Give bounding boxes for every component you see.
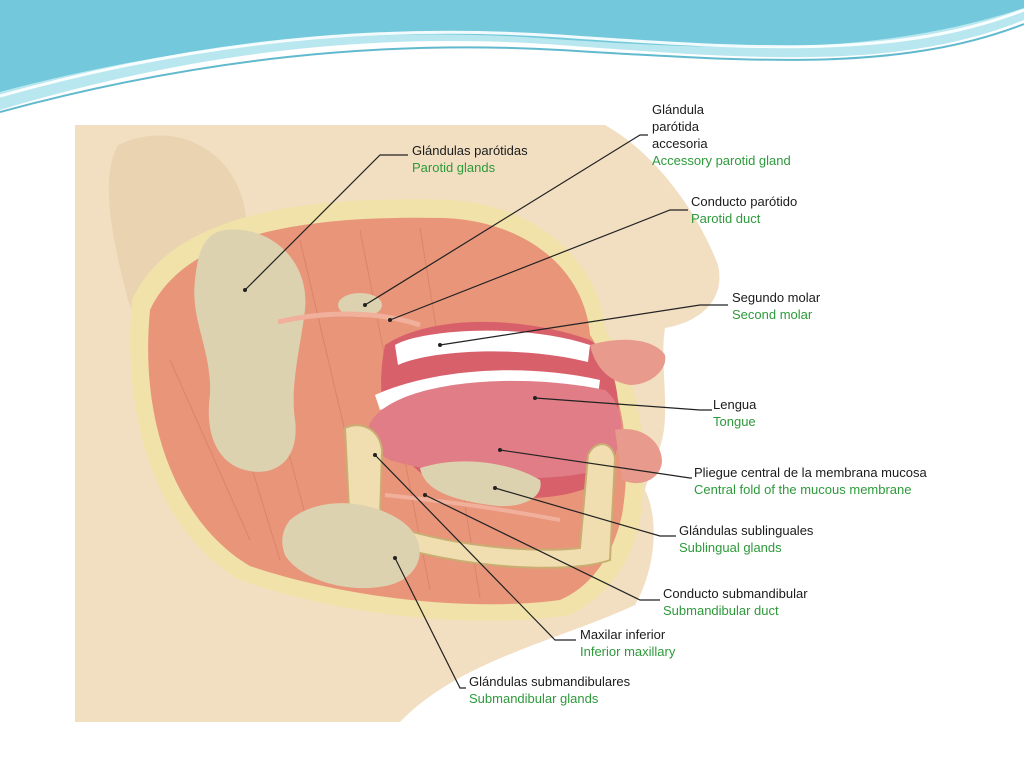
tongue — [367, 380, 622, 479]
label-parotid-glands-en: Parotid glands — [412, 160, 496, 175]
label-central-fold: Pliegue central de la membrana mucosa Ce… — [694, 464, 927, 498]
submandibular-gland — [282, 503, 420, 589]
label-submandibular-glands-es: Glándulas submandibulares — [469, 674, 631, 689]
label-inferior-maxillary: Maxilar inferior Inferior maxillary — [580, 626, 675, 660]
label-submandibular-duct-es: Conducto submandibular — [663, 586, 808, 601]
label-tongue-en: Tongue — [713, 414, 756, 429]
label-central-fold-es: Pliegue central de la membrana mucosa — [694, 465, 927, 480]
lower-teeth — [375, 370, 600, 410]
label-parotid-duct-en: Parotid duct — [691, 211, 761, 226]
label-submandibular-duct-en: Submandibular duct — [663, 603, 779, 618]
label-accessory-parotid-gland: Glándula parótida accesoria Accessory pa… — [652, 101, 832, 169]
label-parotid-duct: Conducto parótido Parotid duct — [691, 193, 797, 227]
parotid-gland — [194, 229, 306, 472]
label-parotid-glands: Glándulas parótidas Parotid glands — [412, 142, 528, 176]
leader-lines — [244, 134, 728, 689]
label-submandibular-glands: Glándulas submandibulares Submandibular … — [469, 673, 630, 707]
label-central-fold-en: Central fold of the mucous membrane — [694, 482, 912, 497]
accessory-parotid-gland — [338, 293, 382, 317]
label-inferior-maxillary-en: Inferior maxillary — [580, 644, 676, 659]
label-accessory-parotid-gland-en: Accessory parotid gland — [652, 153, 791, 168]
label-inferior-maxillary-es: Maxilar inferior — [580, 627, 666, 642]
lower-lip — [615, 429, 662, 484]
label-sublingual-glands-es: Glándulas sublinguales — [679, 523, 814, 538]
upper-lip — [590, 339, 666, 385]
submandibular-duct — [384, 493, 561, 522]
decorative-banner — [0, 0, 1024, 113]
label-tongue: Lengua Tongue — [713, 396, 756, 430]
label-accessory-parotid-gland-es: Glándula parótida accesoria — [652, 102, 708, 151]
upper-teeth — [395, 330, 590, 365]
label-second-molar-es: Segundo molar — [732, 290, 821, 305]
label-second-molar: Segundo molar Second molar — [732, 289, 820, 323]
label-parotid-duct-es: Conducto parótido — [691, 194, 798, 209]
label-submandibular-duct: Conducto submandibular Submandibular duc… — [663, 585, 808, 619]
label-sublingual-glands-en: Sublingual glands — [679, 540, 782, 555]
label-sublingual-glands: Glándulas sublinguales Sublingual glands — [679, 522, 813, 556]
label-submandibular-glands-en: Submandibular glands — [469, 691, 599, 706]
label-second-molar-en: Second molar — [732, 307, 813, 322]
parotid-duct — [277, 311, 421, 328]
label-parotid-glands-es: Glándulas parótidas — [412, 143, 528, 158]
sublingual-gland — [420, 461, 541, 507]
label-tongue-es: Lengua — [713, 397, 757, 412]
